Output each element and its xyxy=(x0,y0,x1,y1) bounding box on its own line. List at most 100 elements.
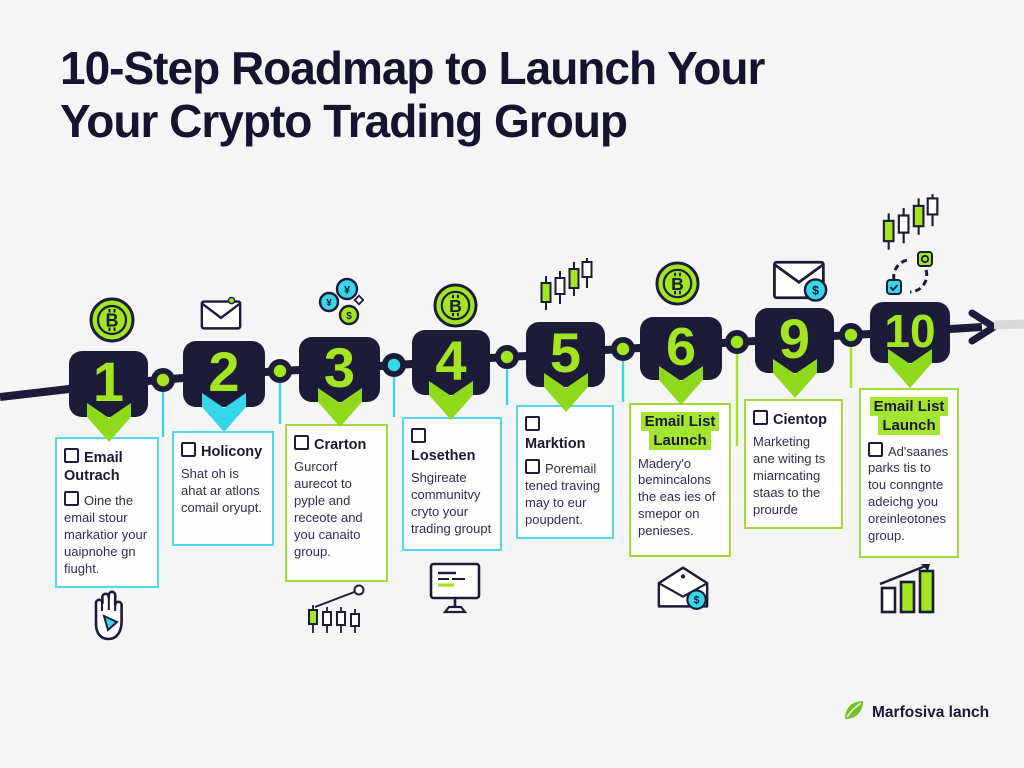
bitcoin-coin-icon: B xyxy=(88,296,136,349)
page-title: 10-Step Roadmap to Launch Your Your Cryp… xyxy=(60,42,940,148)
card-body-text: Madery'o bemincalons the eas ies of smep… xyxy=(638,455,716,539)
svg-text:$: $ xyxy=(812,283,819,297)
leaf-icon xyxy=(842,698,866,727)
card-body-text: Gurcorf aurecot to pyple and receote and… xyxy=(294,459,363,559)
svg-text:B: B xyxy=(106,311,119,331)
step-number: 9 xyxy=(778,306,811,370)
card-body: Poremail tened traving may to eur poupde… xyxy=(525,458,605,529)
step-box-5: 5 xyxy=(526,322,605,387)
svg-text:$: $ xyxy=(346,311,352,322)
bitcoin-coin-icon: B xyxy=(654,260,701,312)
step-number: 4 xyxy=(435,328,467,392)
chevron-down-icon xyxy=(658,366,704,411)
chevron-down-icon xyxy=(201,393,247,438)
card-body-text: Marketing ane witing ts miarncating staa… xyxy=(753,434,826,517)
step-number: 2 xyxy=(208,340,240,403)
timeline-node-dot xyxy=(616,342,630,356)
monitor-icon xyxy=(425,560,485,621)
card-title-text: Cientop xyxy=(773,412,827,428)
svg-text:B: B xyxy=(449,296,462,316)
card-title: Holicony xyxy=(181,441,265,461)
checkbox-icon xyxy=(525,459,540,475)
brand-logo: Marfosiva lanch xyxy=(842,698,989,727)
card-body: Ad'saanes parks tis to tou conngnte adei… xyxy=(868,441,950,545)
step-number: 10 xyxy=(884,304,936,357)
growth-chart-icon xyxy=(872,558,942,625)
step-box-4: 4 xyxy=(412,330,490,395)
timeline-arrowhead-icon xyxy=(968,309,998,345)
chevron-down-icon xyxy=(887,349,933,394)
step-number: 5 xyxy=(549,320,582,384)
step-box-3: 3 xyxy=(299,337,380,402)
card-title-text: Marktion xyxy=(525,436,586,453)
card-title-text: Holicony xyxy=(201,444,263,460)
checkbox-icon xyxy=(64,448,79,463)
card-body-text: Oine the email stour markatior your uaip… xyxy=(64,493,148,576)
envelope-coin-icon: $ xyxy=(770,255,830,310)
svg-text:B: B xyxy=(671,274,684,294)
card-body: Shat oh is ahat ar atlons comail oryupt. xyxy=(181,466,265,517)
card-title: Email List Launch xyxy=(638,412,722,451)
coins-icon: ¥ ¥ $ xyxy=(308,276,365,331)
card-title-text: Crarton xyxy=(314,437,367,453)
timeline-node-dot xyxy=(730,335,744,349)
svg-text:$: $ xyxy=(694,594,700,606)
card-title-text: Email Outrach xyxy=(64,450,123,485)
card-title-text: Email List Launch xyxy=(869,397,949,435)
step-number: 3 xyxy=(323,335,356,399)
card-title: Email List Launch xyxy=(868,397,950,436)
candlestick-chart-icon xyxy=(878,194,940,257)
card-body: Oine the email stour markatior your uaip… xyxy=(64,490,150,577)
chevron-down-icon xyxy=(317,388,363,433)
step-box-10: 10 xyxy=(870,302,950,363)
chevron-down-icon xyxy=(543,373,589,418)
step-box-6: 6 xyxy=(640,317,722,380)
card-title: Marktion xyxy=(525,415,605,453)
card-body: Madery'o bemincalons the eas ies of smep… xyxy=(638,456,722,540)
card-body: Marketing ane witing ts miarncating staa… xyxy=(753,434,834,518)
chevron-down-icon xyxy=(86,403,132,448)
step-box-1: 1 xyxy=(69,351,148,417)
svg-text:¥: ¥ xyxy=(344,285,351,297)
checkbox-icon xyxy=(181,442,196,457)
page-title-line1: 10-Step Roadmap to Launch Your xyxy=(60,42,765,94)
timeline-node-dot xyxy=(387,358,401,372)
page-title-line2: Your Crypto Trading Group xyxy=(60,95,628,147)
timeline-node-dot xyxy=(500,350,514,364)
chevron-down-icon xyxy=(772,359,818,404)
card-title: Email Outrach xyxy=(64,447,150,485)
checkbox-icon xyxy=(411,428,426,443)
card-body-text: Shat oh is ahat ar atlons comail oryupt. xyxy=(181,466,262,515)
svg-text:¥: ¥ xyxy=(326,298,332,309)
timeline-node-dot xyxy=(273,364,287,378)
card-title-text: Email List Launch xyxy=(640,412,720,450)
card-body: Shgireate communitvy cryto your trading … xyxy=(411,470,493,538)
checkbox-icon xyxy=(525,416,540,431)
card-title: Crarton xyxy=(294,434,379,454)
candlestick-chart-icon xyxy=(536,256,594,319)
checkbox-icon xyxy=(753,410,768,425)
card-body-text: Ad'saanes parks tis to tou conngnte adei… xyxy=(868,443,949,543)
checkbox-icon xyxy=(294,435,309,450)
card-body-text: Shgireate communitvy cryto your trading … xyxy=(411,470,492,536)
envelope-icon xyxy=(198,293,244,340)
step-box-2: 2 xyxy=(183,341,265,407)
card-title: Losethen xyxy=(411,427,493,465)
hand-cursor-icon xyxy=(80,584,136,653)
checkbox-icon xyxy=(64,491,79,507)
card-title-text: Losethen xyxy=(411,448,476,465)
candlestick-link-icon xyxy=(303,583,367,640)
envelope-open-coin-icon: $ xyxy=(654,560,712,621)
cycle-icon xyxy=(884,250,936,303)
timeline-node-dot xyxy=(156,373,170,387)
card-body: Gurcorf aurecot to pyple and receote and… xyxy=(294,459,379,560)
